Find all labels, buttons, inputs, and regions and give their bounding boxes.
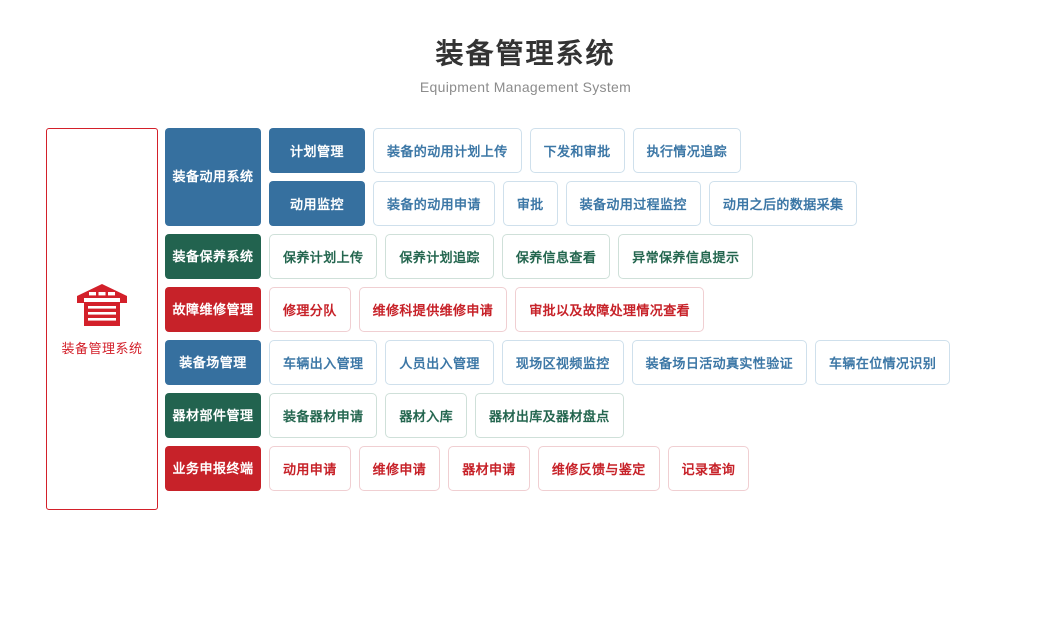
feature-button[interactable]: 审批以及故障处理情况查看 <box>515 287 705 332</box>
feature-button[interactable]: 审批 <box>502 181 558 226</box>
feature-button[interactable]: 维修反馈与鉴定 <box>537 446 660 491</box>
group-subrows: 车辆出入管理人员出入管理现场区视频监控装备场日活动真实性验证车辆在位情况识别 <box>261 340 1051 385</box>
system-architecture-diagram: 装备管理系统 装备动用系统计划管理装备的动用计划上传下发和审批执行情况追踪动用监… <box>0 118 1051 510</box>
category-cell[interactable]: 故障维修管理 <box>165 287 261 332</box>
subrow: 装备器材申请器材入库器材出库及器材盘点 <box>261 393 1051 438</box>
group-subrows: 保养计划上传保养计划追踪保养信息查看异常保养信息提示 <box>261 234 1051 279</box>
category-cell[interactable]: 装备动用系统 <box>165 128 261 226</box>
category-cell[interactable]: 业务申报终端 <box>165 446 261 491</box>
group-subrows: 装备器材申请器材入库器材出库及器材盘点 <box>261 393 1051 438</box>
category-cell[interactable]: 器材部件管理 <box>165 393 261 438</box>
feature-button[interactable]: 车辆在位情况识别 <box>815 340 951 385</box>
group-row: 装备场管理车辆出入管理人员出入管理现场区视频监控装备场日活动真实性验证车辆在位情… <box>165 340 1051 385</box>
category-cell[interactable]: 装备场管理 <box>165 340 261 385</box>
subrow: 修理分队维修科提供维修申请审批以及故障处理情况查看 <box>261 287 1051 332</box>
feature-button[interactable]: 车辆出入管理 <box>269 340 378 385</box>
root-system-label: 装备管理系统 <box>61 340 143 356</box>
feature-button[interactable]: 动用之后的数据采集 <box>708 181 858 226</box>
feature-button[interactable]: 现场区视频监控 <box>501 340 624 385</box>
group-row: 装备保养系统保养计划上传保养计划追踪保养信息查看异常保养信息提示 <box>165 234 1051 279</box>
group-subrows: 计划管理装备的动用计划上传下发和审批执行情况追踪动用监控装备的动用申请审批装备动… <box>261 128 1051 226</box>
group-subrows: 动用申请维修申请器材申请维修反馈与鉴定记录查询 <box>261 446 1051 491</box>
feature-button[interactable]: 人员出入管理 <box>385 340 494 385</box>
group-list: 装备动用系统计划管理装备的动用计划上传下发和审批执行情况追踪动用监控装备的动用申… <box>165 128 1051 491</box>
category-cell[interactable]: 装备保养系统 <box>165 234 261 279</box>
subrow: 计划管理装备的动用计划上传下发和审批执行情况追踪 <box>261 128 1051 173</box>
feature-button[interactable]: 修理分队 <box>269 287 351 332</box>
group-row: 装备动用系统计划管理装备的动用计划上传下发和审批执行情况追踪动用监控装备的动用申… <box>165 128 1051 226</box>
feature-button[interactable]: 装备动用过程监控 <box>565 181 701 226</box>
feature-button[interactable]: 保养计划追踪 <box>385 234 494 279</box>
feature-button[interactable]: 异常保养信息提示 <box>618 234 754 279</box>
root-system-panel[interactable]: 装备管理系统 <box>46 128 158 510</box>
group-row: 业务申报终端动用申请维修申请器材申请维修反馈与鉴定记录查询 <box>165 446 1051 491</box>
feature-button[interactable]: 执行情况追踪 <box>632 128 742 173</box>
feature-button[interactable]: 器材申请 <box>448 446 530 491</box>
warehouse-icon <box>77 283 127 326</box>
feature-button[interactable]: 记录查询 <box>667 446 750 491</box>
feature-button[interactable]: 装备的动用申请 <box>373 181 495 226</box>
page-title: 装备管理系统 <box>435 38 616 69</box>
feature-button[interactable]: 装备的动用计划上传 <box>373 128 522 173</box>
feature-button[interactable]: 保养计划上传 <box>269 234 378 279</box>
page-subtitle: Equipment Management System <box>419 79 632 95</box>
group-row: 器材部件管理装备器材申请器材入库器材出库及器材盘点 <box>165 393 1051 438</box>
subcategory-cell[interactable]: 动用监控 <box>269 181 365 226</box>
feature-button[interactable]: 下发和审批 <box>529 128 625 173</box>
feature-button[interactable]: 保养信息查看 <box>501 234 611 279</box>
subrow: 动用申请维修申请器材申请维修反馈与鉴定记录查询 <box>261 446 1051 491</box>
feature-button[interactable]: 动用申请 <box>269 446 351 491</box>
group-row: 故障维修管理修理分队维修科提供维修申请审批以及故障处理情况查看 <box>165 287 1051 332</box>
subrow: 动用监控装备的动用申请审批装备动用过程监控动用之后的数据采集 <box>261 181 1051 226</box>
group-subrows: 修理分队维修科提供维修申请审批以及故障处理情况查看 <box>261 287 1051 332</box>
feature-button[interactable]: 装备器材申请 <box>269 393 378 438</box>
feature-button[interactable]: 器材入库 <box>385 393 468 438</box>
subrow: 车辆出入管理人员出入管理现场区视频监控装备场日活动真实性验证车辆在位情况识别 <box>261 340 1051 385</box>
page-header: 装备管理系统 Equipment Management System <box>0 0 1051 95</box>
feature-button[interactable]: 维修申请 <box>358 446 441 491</box>
subrow: 保养计划上传保养计划追踪保养信息查看异常保养信息提示 <box>261 234 1051 279</box>
feature-button[interactable]: 维修科提供维修申请 <box>358 287 508 332</box>
feature-button[interactable]: 装备场日活动真实性验证 <box>631 340 808 385</box>
feature-button[interactable]: 器材出库及器材盘点 <box>475 393 624 438</box>
subcategory-cell[interactable]: 计划管理 <box>269 128 365 173</box>
